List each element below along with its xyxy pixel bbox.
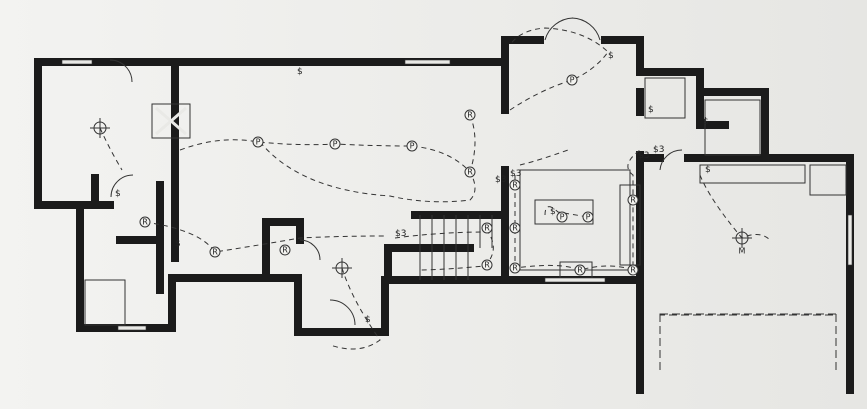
svg-text:R: R	[512, 264, 518, 273]
three_way_switch-symbol: $3	[653, 145, 664, 155]
pendant-fixture-symbol: P	[566, 74, 578, 86]
three_way_switch-symbol: $3	[495, 175, 506, 185]
switch-symbol: $	[365, 315, 371, 325]
svg-text:R: R	[212, 248, 218, 257]
recessed-fixture-symbol: R	[481, 222, 493, 234]
svg-text:P: P	[256, 138, 261, 147]
svg-text:R: R	[630, 266, 636, 275]
svg-text:P: P	[560, 213, 565, 222]
recessed-fixture-symbol: R	[627, 194, 639, 206]
switch-symbol: $	[115, 189, 121, 199]
three_way_switch-symbol: $3	[510, 169, 521, 179]
svg-text:R: R	[467, 111, 473, 120]
recessed-fixture-symbol: R	[209, 246, 221, 258]
svg-text:R: R	[512, 224, 518, 233]
svg-text:R: R	[577, 266, 583, 275]
ceiling-light-crosshair	[90, 118, 110, 138]
switch-symbol: $	[705, 165, 711, 175]
ceiling-light-crosshair	[732, 228, 752, 248]
switch-symbol: $	[297, 67, 303, 77]
recessed-fixture-symbol: R	[509, 222, 521, 234]
switch-symbol: $	[648, 105, 654, 115]
svg-text:P: P	[410, 142, 415, 151]
svg-text:R: R	[142, 218, 148, 227]
svg-text:P: P	[333, 140, 338, 149]
electrical-symbols: P P P P P P R R R R R R R R R R R R R M $ $ $ $ $ $ $ $ $ $3 $3 $3 $3 $3	[90, 51, 752, 325]
svg-text:P: P	[570, 76, 575, 85]
pendant-fixture-symbol: P	[406, 140, 418, 152]
svg-text:R: R	[484, 261, 490, 270]
recessed-fixture-symbol: R	[509, 179, 521, 191]
pendant-fixture-symbol: P	[556, 211, 568, 223]
svg-text:R: R	[512, 181, 518, 190]
recessed-fixture-symbol: R	[464, 166, 476, 178]
recessed-fixture-symbol: R	[574, 264, 586, 276]
svg-text:M: M	[739, 247, 746, 256]
recessed-fixture-symbol: R	[481, 259, 493, 271]
three_way_switch-symbol: $3	[395, 229, 406, 239]
recessed-fixture-symbol: R	[279, 244, 291, 256]
pendant-fixture-symbol: P	[582, 211, 594, 223]
svg-text:R: R	[630, 196, 636, 205]
switch-symbol: $	[175, 239, 181, 249]
recessed-fixture-symbol: R	[627, 264, 639, 276]
recessed-fixture-symbol: R	[139, 216, 151, 228]
pendant-fixture-symbol: P	[252, 136, 264, 148]
fixtures	[61, 17, 853, 370]
pendant-fixture-symbol: P	[329, 138, 341, 150]
motor-fixture-symbol: M	[739, 247, 746, 256]
switch-symbol: $	[608, 51, 614, 61]
switch-symbol: $	[703, 117, 709, 127]
svg-text:R: R	[282, 246, 288, 255]
stair-treads	[419, 215, 493, 280]
svg-text:R: R	[484, 224, 490, 233]
switch-symbol: $	[550, 207, 556, 217]
recessed-fixture-symbol: R	[509, 262, 521, 274]
svg-text:R: R	[467, 168, 473, 177]
three_way_switch-symbol: $3	[638, 151, 649, 161]
walls	[34, 36, 854, 394]
ceiling-light-crosshair	[332, 258, 352, 278]
svg-text:P: P	[586, 213, 591, 222]
recessed-fixture-symbol: R	[464, 109, 476, 121]
